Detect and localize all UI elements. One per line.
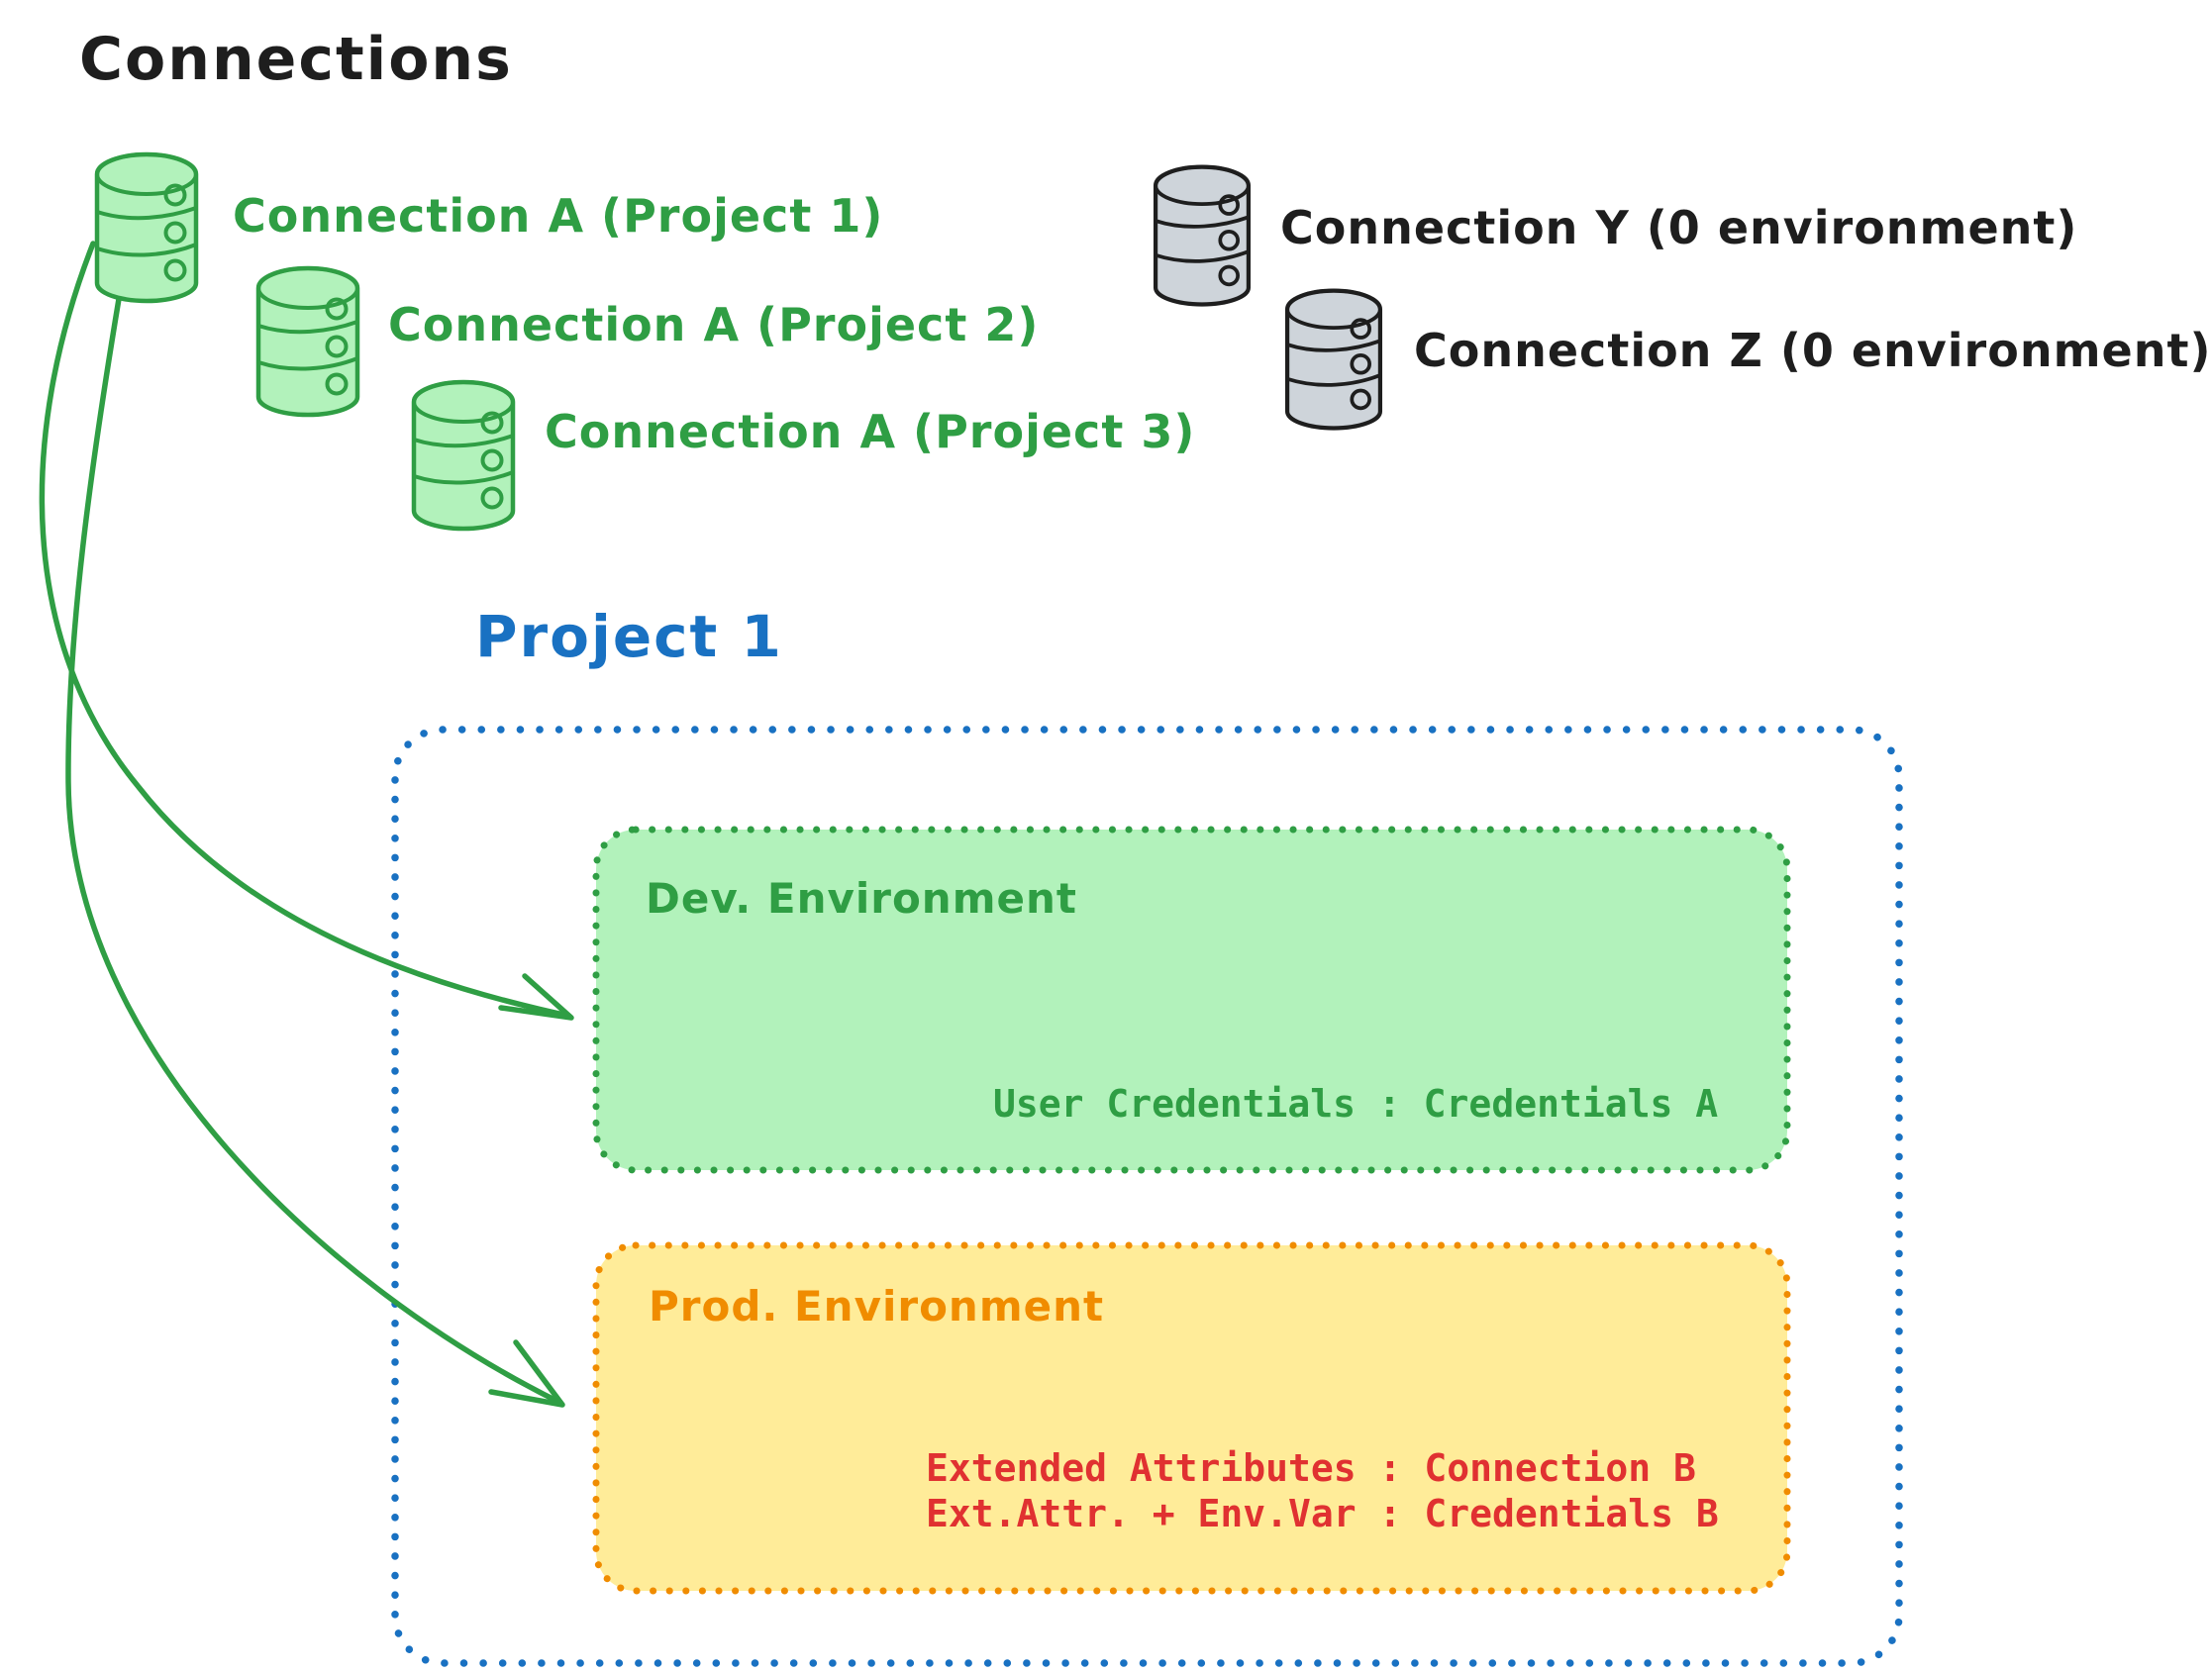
label-connection-a-project-1: Connection A (Project 1) [233,189,884,243]
prod-mapping-env-var: Ext.Attr. + Env.Var : Credentials B [926,1492,1719,1535]
arrow-connection-a-to-dev-environment [39,241,574,1021]
project-1-boundary-box [391,726,1903,1667]
label-connection-z: Connection Z (0 environment) [1414,324,2212,377]
arrow-connection-a-to-prod-environment [65,296,565,1408]
project-1-title: Project 1 [475,603,783,670]
prod-mapping-extended-attributes: Extended Attributes : Connection B [926,1446,1696,1490]
diagram-title: Connections [79,25,513,94]
database-icon-connection-a-project-1 [97,154,196,301]
dev-environment-title: Dev. Environment [646,874,1077,923]
database-icon-connection-y [1156,166,1249,305]
label-connection-y: Connection Y (0 environment) [1280,201,2078,254]
prod-environment-title: Prod. Environment [649,1282,1105,1330]
label-connection-a-project-2: Connection A (Project 2) [388,298,1040,351]
database-icon-connection-z [1287,290,1380,429]
database-icon-connection-a-project-2 [258,268,357,415]
prod-environment-box [592,1241,1791,1595]
dev-environment-credentials-mapping: User Credentials : Credentials A [993,1082,1719,1126]
dev-environment-box [592,826,1791,1174]
label-connection-a-project-3: Connection A (Project 3) [545,405,1196,458]
prod-environment-mappings: Extended Attributes : Connection B Ext.A… [926,1445,1719,1536]
database-icon-connection-a-project-3 [414,382,513,529]
